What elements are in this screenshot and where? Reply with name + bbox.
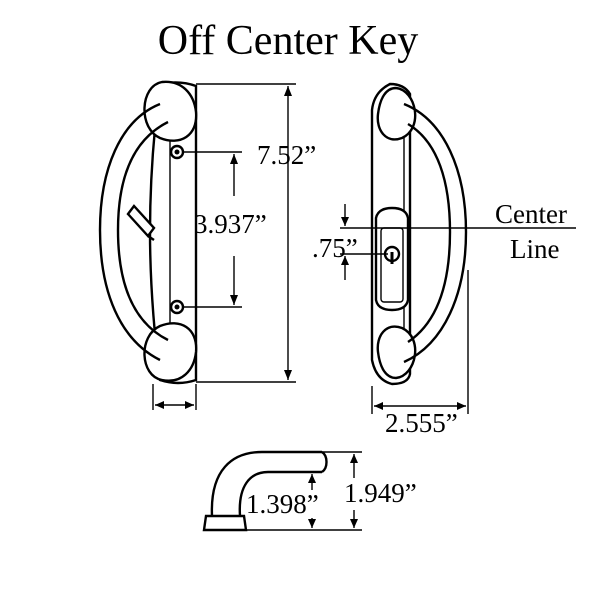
profile-arm-end — [321, 451, 328, 473]
inner-depth-dimension — [246, 471, 322, 531]
plate-width-dimension — [152, 384, 197, 410]
lower-screw-dot — [174, 304, 180, 310]
keyway-slot — [390, 252, 394, 264]
thumb-latch-tip — [147, 235, 155, 241]
projection-label: 2.555” — [385, 408, 458, 438]
overall-height-label: 7.52” — [257, 140, 316, 170]
outside-grip-outer — [403, 102, 468, 364]
outside-bottom-cap — [376, 325, 417, 380]
key-offset-label: .75” — [312, 233, 358, 263]
handle-profile-view — [202, 450, 328, 532]
line-label: Line — [510, 234, 559, 264]
key-offset-dimension — [341, 204, 349, 280]
hole-spacing-label: 3.937” — [194, 209, 267, 239]
inside-grip-outer — [98, 102, 161, 362]
outside-grip-inner — [407, 122, 452, 343]
center-label: Center — [495, 199, 567, 229]
inside-bottom-cap — [143, 322, 198, 382]
inside-grip-inner — [116, 120, 169, 342]
profile-arm-inner — [238, 470, 322, 517]
upper-screw-dot — [174, 149, 180, 155]
outer-depth-dimension — [262, 451, 362, 531]
thumb-latch-lever — [126, 204, 156, 238]
outside-handle-view — [370, 82, 468, 386]
center-line — [340, 227, 576, 255]
outside-top-cap — [376, 86, 417, 141]
hole-spacing-dimension — [183, 151, 242, 308]
profile-arm-outer — [210, 450, 322, 517]
projection-dimension — [371, 270, 469, 414]
inside-handle-view — [98, 80, 198, 385]
inside-top-cap — [143, 80, 198, 142]
inner-depth-label: 1.398” — [246, 489, 319, 519]
profile-base — [202, 514, 248, 532]
overall-height-dimension — [196, 83, 296, 383]
outer-depth-label: 1.949” — [344, 478, 417, 508]
diagram-title: Off Center Key — [158, 18, 418, 64]
